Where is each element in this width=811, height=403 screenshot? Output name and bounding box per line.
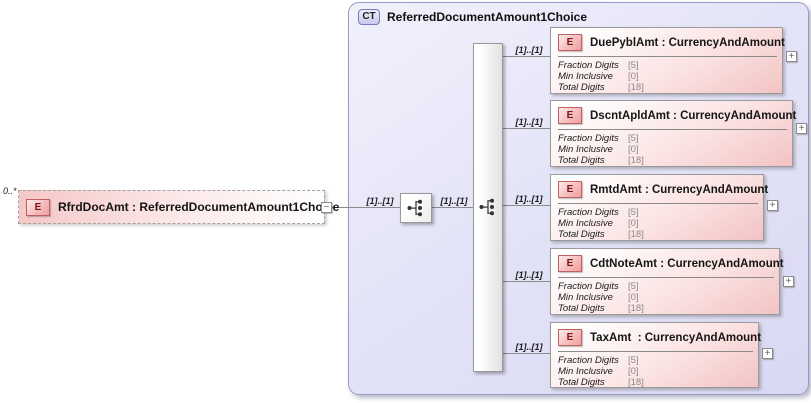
facet-name: Min Inclusive (558, 144, 613, 155)
facet-value: [5] (628, 207, 639, 218)
collapse-toggle[interactable]: − (321, 202, 332, 213)
element-node-cdtnoteamt[interactable]: E CdtNoteAmt : CurrencyAndAmount Fractio… (550, 248, 784, 315)
element-node-dscntapldamt[interactable]: E DscntApldAmt : CurrencyAndAmount Fract… (550, 100, 797, 167)
facet-list: Fraction Digits [5] Min Inclusive [0] Tota… (558, 56, 777, 93)
expand-toggle[interactable]: + (783, 276, 794, 287)
connector-line (503, 353, 550, 354)
facet-value: [0] (628, 218, 639, 229)
facet-list: Fraction Digits [5] Min Inclusive [0] Tota… (558, 351, 753, 388)
facet-value: [0] (628, 144, 639, 155)
facet-name: Min Inclusive (558, 218, 613, 229)
facet-name: Total Digits (558, 82, 605, 93)
cardinality-label: [1]..[1] (515, 194, 543, 204)
choice-icon (407, 199, 422, 217)
element-badge: E (558, 181, 582, 198)
facet-value: [5] (628, 355, 639, 366)
element-label: DuePyblAmt : CurrencyAndAmount (590, 36, 785, 49)
connector-line (332, 207, 400, 208)
facet-value: [18] (628, 377, 644, 388)
cardinality-label: [1]..[1] (515, 117, 543, 127)
connector-line (503, 281, 550, 282)
connector-line (432, 207, 473, 208)
facet-value: [18] (628, 229, 644, 240)
element-badge: E (558, 34, 582, 51)
facet-name: Fraction Digits (558, 355, 619, 366)
choice-group-icon (478, 197, 498, 217)
cardinality-label: [1]..[1] (440, 196, 468, 206)
facet-value: [5] (628, 60, 639, 71)
facet-name: Fraction Digits (558, 281, 619, 292)
element-badge: E (26, 198, 50, 216)
root-cardinality-label: 0..* (3, 186, 17, 196)
connector-line (503, 128, 550, 129)
element-label: TaxAmt : CurrencyAndAmount (590, 331, 762, 344)
cardinality-label: [1]..[1] (515, 45, 543, 55)
cardinality-label: [1]..[1] (515, 342, 543, 352)
cardinality-label: [1]..[1] (515, 270, 543, 280)
facet-list: Fraction Digits [5] Min Inclusive [0] Tota… (558, 129, 787, 166)
expand-toggle[interactable]: + (796, 123, 807, 134)
facet-name: Fraction Digits (558, 60, 619, 71)
facet-name: Min Inclusive (558, 71, 613, 82)
connector-line (503, 205, 550, 206)
facet-name: Total Digits (558, 377, 605, 388)
expand-toggle[interactable]: + (762, 348, 773, 359)
facet-value: [18] (628, 82, 644, 93)
facet-name: Total Digits (558, 229, 605, 240)
element-label: CdtNoteAmt : CurrencyAndAmount (590, 257, 784, 270)
complex-type-header: CT ReferredDocumentAmount1Choice (358, 9, 587, 25)
element-node-taxamt[interactable]: E TaxAmt : CurrencyAndAmount Fraction Di… (550, 322, 762, 388)
expand-toggle[interactable]: + (786, 51, 797, 62)
element-node-rmtdamt[interactable]: E RmtdAmt : CurrencyAndAmount Fraction D… (550, 174, 768, 241)
connector-line (503, 56, 550, 57)
facet-name: Min Inclusive (558, 292, 613, 303)
facet-name: Total Digits (558, 303, 605, 314)
element-badge: E (558, 329, 582, 346)
facet-value: [0] (628, 366, 639, 377)
facet-list: Fraction Digits [5] Min Inclusive [0] Tota… (558, 277, 774, 314)
element-label: RmtdAmt : CurrencyAndAmount (590, 183, 769, 196)
facet-name: Total Digits (558, 155, 605, 166)
expand-toggle[interactable]: + (767, 200, 778, 211)
facet-name: Min Inclusive (558, 366, 613, 377)
facet-value: [0] (628, 292, 639, 303)
element-badge: E (558, 255, 582, 272)
complex-type-title: ReferredDocumentAmount1Choice (387, 10, 588, 24)
element-node-duepyblamt[interactable]: E DuePyblAmt : CurrencyAndAmount Fractio… (550, 27, 785, 94)
complex-type-badge: CT (358, 9, 380, 25)
facet-list: Fraction Digits [5] Min Inclusive [0] Tota… (558, 203, 758, 240)
facet-value: [0] (628, 71, 639, 82)
element-badge: E (558, 107, 582, 124)
root-element-label: RfrdDocAmt : ReferredDocumentAmount1Choi… (58, 200, 340, 214)
facet-value: [18] (628, 303, 644, 314)
facet-name: Fraction Digits (558, 133, 619, 144)
facet-name: Fraction Digits (558, 207, 619, 218)
choice-compositor-icon[interactable] (400, 193, 432, 223)
facet-value: [18] (628, 155, 644, 166)
facet-value: [5] (628, 133, 639, 144)
facet-value: [5] (628, 281, 639, 292)
element-label: DscntApldAmt : CurrencyAndAmount (590, 109, 797, 122)
root-element-node[interactable]: E RfrdDocAmt : ReferredDocumentAmount1Ch… (18, 190, 339, 224)
cardinality-label: [1]..[1] (366, 196, 394, 206)
